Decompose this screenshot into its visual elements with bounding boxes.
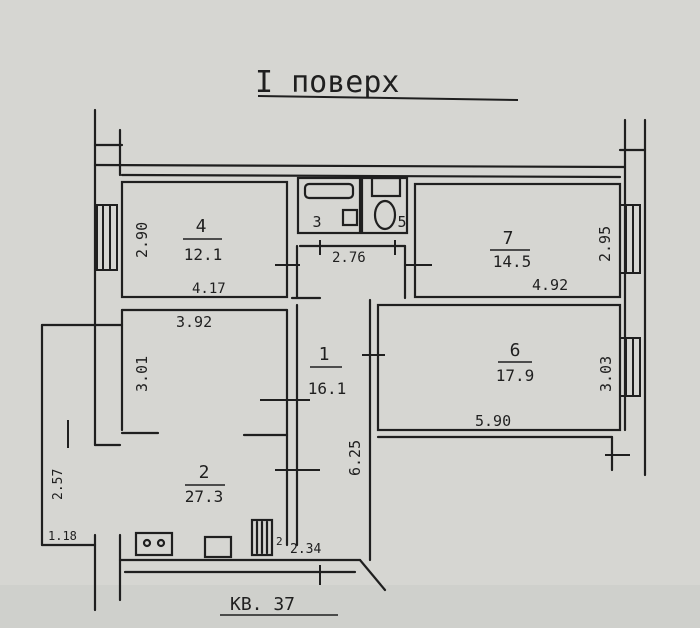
room-3-number: 3 (312, 213, 321, 231)
apartment-label: КВ. 37 (230, 594, 295, 615)
room-4-number: 4 (196, 216, 207, 237)
dim-room6-width: 5.90 (475, 412, 511, 430)
windows (96, 204, 641, 397)
dim-room2-height: 3.01 (133, 356, 151, 392)
dim-closet-width: 2.34 (290, 542, 321, 557)
dim-room7-width: 4.92 (532, 276, 568, 294)
room-2-area: 27.3 (185, 487, 224, 506)
dim-room2-top-width: 3.92 (176, 313, 212, 331)
dim-balcony-height: 2.57 (51, 469, 66, 500)
floor-title: I поверх (255, 65, 400, 100)
dim-room6-height: 3.03 (597, 356, 615, 392)
room-2-number: 2 (199, 462, 210, 483)
title-underline (257, 95, 519, 101)
dim-room4-width: 4.17 (192, 281, 226, 297)
room-1-number: 1 (319, 344, 330, 365)
room-1-area: 16.1 (308, 379, 347, 398)
door-marks (67, 240, 630, 585)
room-7-number: 7 (503, 228, 514, 249)
room-4-area: 12.1 (184, 245, 223, 264)
dim-balcony-width: 1.18 (48, 529, 77, 543)
dim-corridor-length: 6.25 (346, 440, 364, 476)
dim-corridor-width: 2.76 (332, 250, 366, 266)
dim-room7-height: 2.95 (596, 226, 614, 262)
room-5-number: 5 (397, 213, 406, 231)
dim-room4-height: 2.90 (133, 222, 151, 258)
room-7-area: 14.5 (493, 252, 532, 271)
room-6-area: 17.9 (496, 366, 535, 385)
room-6-number: 6 (510, 340, 521, 361)
dim-closet-label: 2 (276, 535, 283, 548)
